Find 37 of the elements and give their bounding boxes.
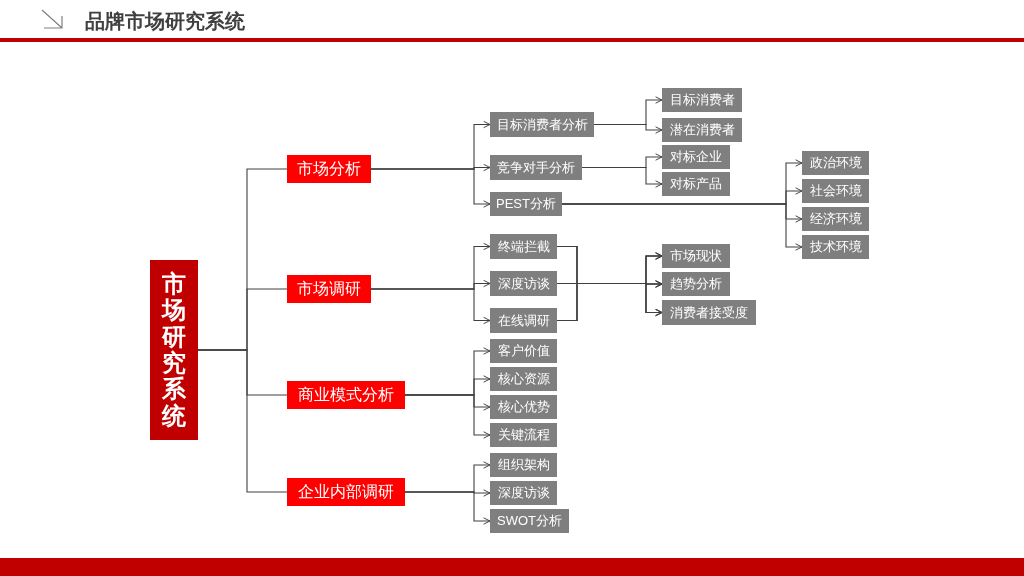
item-box: 市场现状 <box>662 244 730 268</box>
item-box: 在线调研 <box>490 308 557 333</box>
connector-line <box>370 168 491 208</box>
connector-line <box>404 394 491 439</box>
category-box: 市场分析 <box>287 155 371 183</box>
item-box: 核心优势 <box>490 395 557 419</box>
item-box: 趋势分析 <box>662 272 730 296</box>
category-box: 市场调研 <box>287 275 371 303</box>
category-box: 企业内部调研 <box>287 478 405 506</box>
page-title: 品牌市场研究系统 <box>85 9 245 34</box>
item-box: 目标消费者分析 <box>490 112 594 137</box>
item-box: 消费者接受度 <box>662 300 756 325</box>
item-box: 对标产品 <box>662 172 730 196</box>
item-box: 社会环境 <box>802 179 869 203</box>
item-box: 核心资源 <box>490 367 557 391</box>
item-box: 对标企业 <box>662 145 730 169</box>
item-box: 潜在消费者 <box>662 118 742 142</box>
root-box: 市场研究系统 <box>150 260 198 440</box>
item-box: 深度访谈 <box>490 271 557 296</box>
item-box: SWOT分析 <box>490 509 569 533</box>
item-box: 深度访谈 <box>490 481 557 505</box>
connector-line <box>197 349 288 493</box>
item-box: 组织架构 <box>490 453 557 477</box>
item-box: 政治环境 <box>802 151 869 175</box>
item-box: PEST分析 <box>490 192 562 216</box>
item-box: 关键流程 <box>490 423 557 447</box>
category-box: 商业模式分析 <box>287 381 405 409</box>
item-box: 目标消费者 <box>662 88 742 112</box>
connector-line <box>404 491 491 525</box>
connector-line <box>561 203 803 251</box>
connector-line <box>581 166 663 188</box>
item-box: 客户价值 <box>490 339 557 363</box>
item-box: 竞争对手分析 <box>490 155 582 180</box>
connector-line <box>593 123 663 134</box>
item-box: 经济环境 <box>802 207 869 231</box>
item-box: 终端拦截 <box>490 234 557 259</box>
item-box: 技术环境 <box>802 235 869 259</box>
